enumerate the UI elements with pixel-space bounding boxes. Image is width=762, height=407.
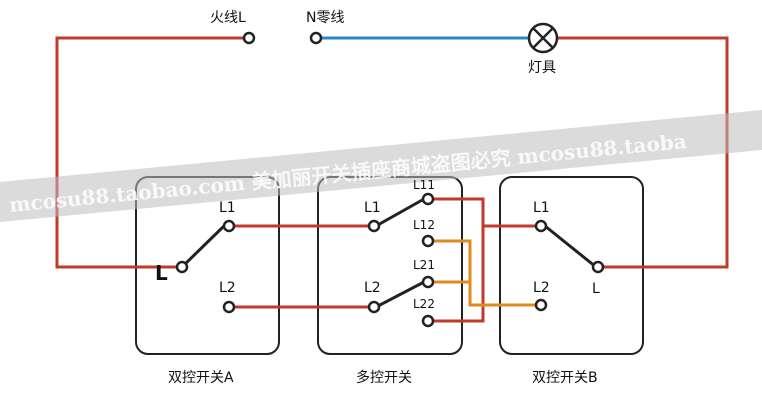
multi-l12-label: L12 [413, 218, 435, 232]
multi-switch-caption: 多控开关 [356, 369, 412, 386]
live-terminal [242, 31, 256, 45]
switch-a-lever [180, 224, 226, 269]
l22-cross-wire [428, 226, 485, 323]
multi-l12-terminal [421, 234, 435, 248]
multi-l11-terminal [421, 192, 435, 206]
multi-switch-box [317, 176, 463, 355]
multi-l21-label: L21 [413, 258, 435, 272]
multi-l1-label: L1 [364, 200, 381, 216]
multi-l22-terminal [421, 314, 435, 328]
multi-l21-terminal [421, 275, 435, 289]
multi-l2-terminal [367, 300, 381, 314]
switch-b-caption: 双控开关B [532, 370, 598, 386]
neutral-terminal [309, 31, 323, 45]
switch-b-l1-label: L1 [533, 200, 550, 216]
switch-a-caption: 双控开关A [168, 370, 234, 386]
multi-switch-lever-upper [375, 197, 425, 228]
switch-a-l2-terminal [222, 300, 236, 314]
live-wire-to-switch-a [55, 36, 249, 269]
switch-b-lever [544, 224, 597, 269]
multi-l2-label: L2 [364, 280, 381, 296]
neutral-label: N零线 [306, 10, 344, 26]
multi-switch-lever-lower [375, 280, 425, 309]
multi-l22-label: L22 [413, 297, 435, 311]
lamp-icon [527, 22, 559, 54]
multi-l11-label: L11 [413, 178, 435, 192]
l11-to-b-l1-wire [428, 197, 541, 228]
switch-b-common-label: L [592, 281, 600, 297]
switch-a-l2-label: L2 [219, 280, 236, 296]
switch-a-l1-label: L1 [219, 200, 236, 216]
multi-l1-terminal [367, 219, 381, 233]
lamp-label: 灯具 [528, 60, 556, 76]
switch-b-l1-terminal [534, 219, 548, 233]
switch-b-l2-terminal [534, 298, 548, 312]
switch-a-common-terminal [175, 260, 189, 274]
switch-a-l1-terminal [222, 219, 236, 233]
switch-b-common-terminal [591, 260, 605, 274]
watermark-band [0, 110, 762, 222]
switch-a-common-label: L [155, 261, 168, 285]
live-label: 火线L [210, 10, 246, 26]
switch-b-l2-label: L2 [533, 280, 550, 296]
